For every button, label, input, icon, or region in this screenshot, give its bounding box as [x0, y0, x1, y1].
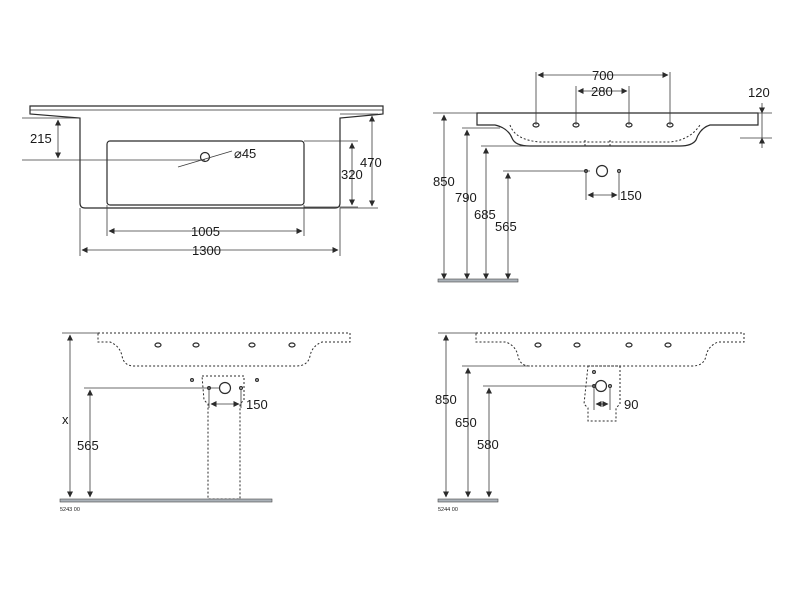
fixing-point-right-top [255, 378, 260, 383]
waste-hidden-lines [584, 140, 611, 148]
dim-790-label: 790 [455, 190, 477, 205]
fixing-point-left [583, 169, 588, 174]
dim-565-label: 565 [495, 219, 517, 234]
tap-hole-4 [664, 342, 672, 348]
dim-1300-label: 1300 [192, 243, 221, 258]
side-view: 700 280 120 850 790 685 565 [433, 68, 772, 283]
dim-150-label: 150 [620, 188, 642, 203]
drain-hole [199, 151, 211, 163]
top-view: ⌀45 215 320 470 1005 1300 [22, 105, 384, 258]
dim-90-label: 90 [624, 397, 638, 412]
drain-leader [177, 150, 233, 168]
model-code: 5244 00 [438, 507, 458, 513]
dim-685-label: 685 [474, 207, 496, 222]
basin-side-profile [476, 112, 759, 147]
tap-holes [534, 342, 672, 348]
waste-outlet [594, 379, 608, 393]
tap-hole-2 [192, 342, 200, 348]
dim-320-label: 320 [341, 167, 363, 182]
dim-565-label: 565 [77, 438, 99, 453]
waste-outlet [595, 164, 609, 178]
dim-700-label: 700 [592, 68, 614, 83]
front-view-semi-pedestal: 850 650 580 90 5244 00 [435, 332, 745, 513]
dim-150-label: 150 [246, 397, 268, 412]
tap-hole-1 [534, 342, 542, 348]
tap-hole-1 [154, 342, 162, 348]
floor-strip [59, 498, 273, 503]
dim-215-label: 215 [30, 131, 52, 146]
basin-dashed-outline [97, 332, 351, 367]
dim-280-label: 280 [591, 84, 613, 99]
semi-pedestal-outline [583, 365, 621, 422]
dim-580-label: 580 [477, 437, 499, 452]
basin-dashed-outline [475, 332, 745, 367]
front-view-pedestal: x 565 150 5243 00 [59, 332, 351, 513]
dim-diameter-45: ⌀45 [234, 146, 256, 161]
tap-holes [154, 342, 296, 348]
basin-top-outline [29, 105, 384, 209]
fixing-point-left-top [190, 378, 195, 383]
dim-120-label: 120 [748, 85, 770, 100]
bowl-hidden-profile [509, 124, 701, 143]
tap-holes [532, 122, 674, 128]
floor-strip [437, 278, 519, 283]
dim-850-label: 850 [435, 392, 457, 407]
dim-470-label: 470 [360, 155, 382, 170]
dim-650-label: 650 [455, 415, 477, 430]
floor-strip [437, 498, 499, 503]
dim-1005-label: 1005 [191, 224, 220, 239]
tap-hole-3 [248, 342, 256, 348]
fixing-point-top [591, 370, 596, 375]
pedestal-outline [201, 375, 245, 500]
bowl-outline [106, 140, 305, 206]
tap-hole-2 [573, 342, 581, 348]
tap-hole-3 [625, 342, 633, 348]
dim-850-label: 850 [433, 174, 455, 189]
tap-hole-4 [288, 342, 296, 348]
waste-outlet [218, 381, 232, 395]
fixing-point-right [239, 386, 244, 391]
dim-x-label: x [62, 412, 69, 427]
fixing-point-right [607, 384, 612, 389]
model-code: 5243 00 [60, 507, 80, 513]
fixing-point-right [616, 169, 621, 174]
